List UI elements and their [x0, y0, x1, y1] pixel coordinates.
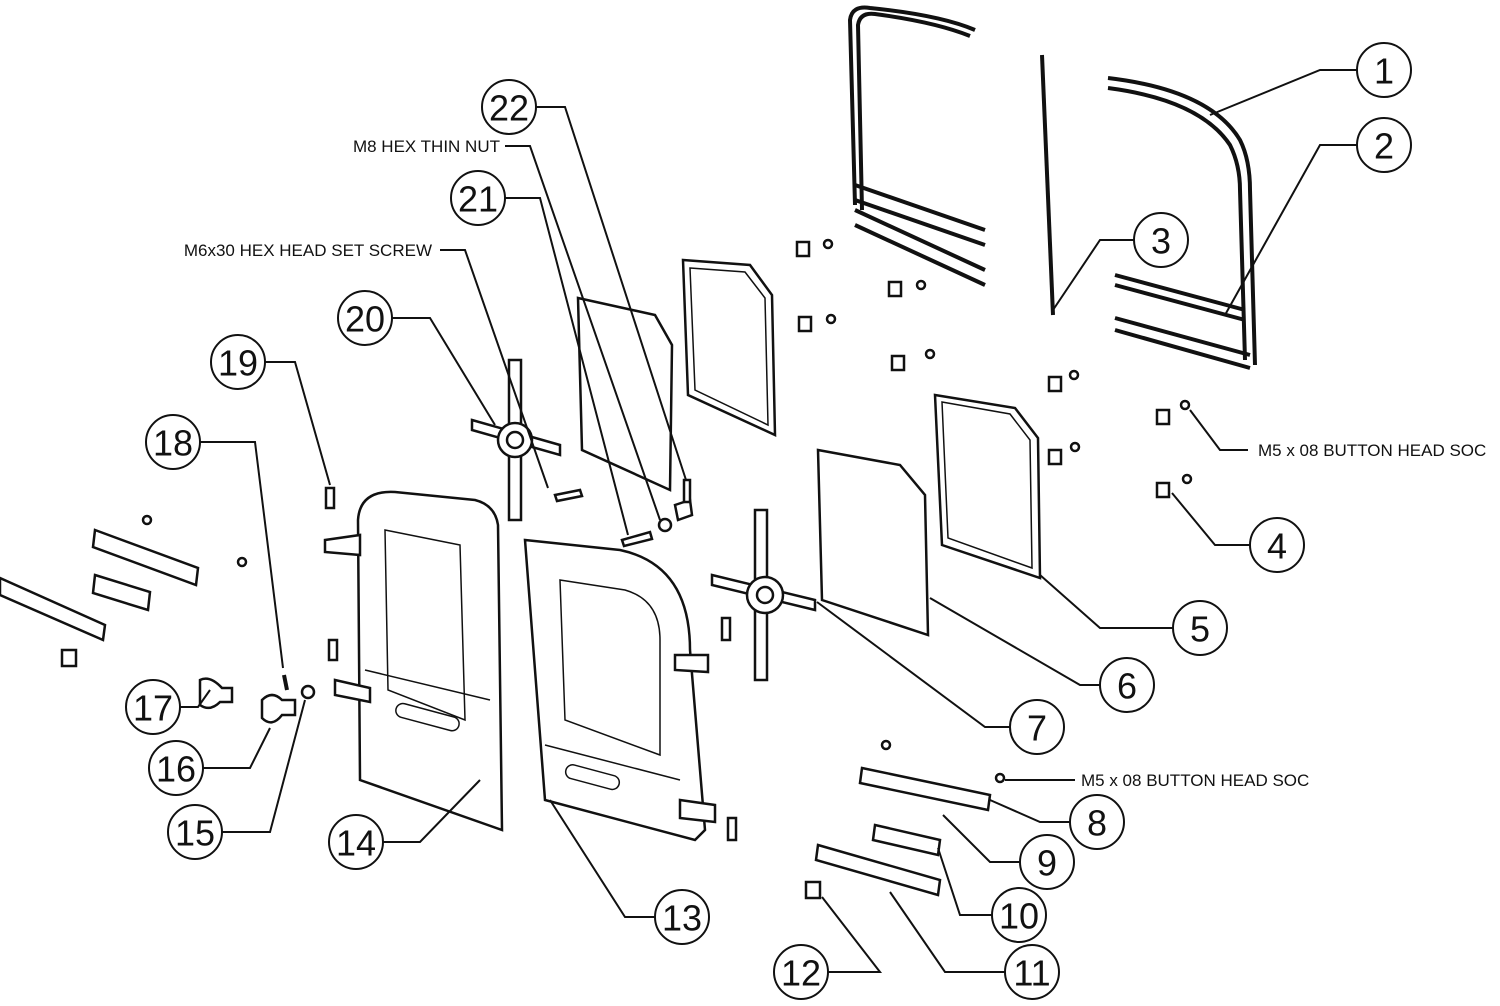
callout-12: 12 — [773, 944, 829, 1000]
callout-number: 1 — [1374, 51, 1394, 92]
callout-10: 10 — [991, 887, 1047, 943]
callout-number: 4 — [1267, 526, 1287, 567]
callout-number: 15 — [175, 813, 215, 854]
callout-18: 18 — [145, 414, 201, 470]
callout-13: 13 — [654, 889, 710, 945]
callout-1: 1 — [1356, 42, 1412, 98]
callout-number: 21 — [458, 179, 498, 220]
callout-number: 13 — [662, 898, 702, 939]
callout-number: 18 — [153, 423, 193, 464]
callout-4: 4 — [1249, 517, 1305, 573]
door-left — [323, 490, 504, 832]
callout-9: 9 — [1019, 834, 1075, 890]
glass-panel-right — [816, 448, 930, 637]
door-frame-back — [847, 5, 986, 287]
seal-rope — [282, 674, 289, 691]
callout-number: 11 — [1013, 953, 1050, 994]
callout-11: 11 — [1004, 944, 1060, 1000]
label-m8-hex-thin-nut: M8 HEX THIN NUT — [353, 137, 500, 156]
callout-21: 21 — [450, 170, 506, 226]
door-frame-front — [1107, 76, 1257, 370]
callout-number: 16 — [156, 749, 196, 790]
glass-clips — [795, 238, 1193, 499]
vent-plates — [0, 528, 992, 897]
callout-number: 8 — [1087, 803, 1107, 844]
callout-2: 2 — [1356, 117, 1412, 173]
leader-lines — [180, 69, 1357, 973]
glass-seal-left — [681, 258, 777, 437]
callout-number: 2 — [1374, 126, 1394, 167]
callout-14: 14 — [328, 814, 384, 870]
callout-3: 3 — [1133, 212, 1189, 268]
callout-number: 5 — [1190, 609, 1210, 650]
fasteners — [60, 478, 1006, 900]
callout-number: 9 — [1037, 843, 1057, 884]
callout-number: 10 — [999, 896, 1039, 937]
callout-number: 7 — [1027, 708, 1047, 749]
callout-number: 19 — [218, 343, 258, 384]
callout-19: 19 — [210, 334, 266, 390]
door-right — [523, 538, 717, 842]
callout-7: 7 — [1009, 699, 1065, 755]
callout-15: 15 — [167, 804, 223, 860]
handle-knob-upper — [198, 677, 234, 710]
callout-17: 17 — [125, 679, 181, 735]
callout-22: 22 — [481, 79, 537, 135]
seal-strip — [1040, 54, 1055, 316]
callout-16: 16 — [148, 740, 204, 796]
label-m5-button-head-lower: M5 x 08 BUTTON HEAD SOC — [1081, 771, 1309, 790]
callout-5: 5 — [1172, 600, 1228, 656]
callout-number: 17 — [133, 688, 173, 729]
glass-panel-left — [576, 296, 674, 492]
cross-bracket-left — [470, 358, 562, 522]
callout-number: 14 — [336, 823, 376, 864]
callout-number: 22 — [489, 88, 529, 129]
callout-20: 20 — [337, 290, 393, 346]
callout-number: 3 — [1151, 221, 1171, 262]
glass-seal-right — [933, 393, 1042, 580]
callout-6: 6 — [1099, 657, 1155, 713]
callout-number: 20 — [345, 299, 385, 340]
callout-number: 6 — [1117, 666, 1137, 707]
handle-knob-lower — [260, 693, 297, 724]
label-m6x30-set-screw: M6x30 HEX HEAD SET SCREW — [184, 241, 432, 260]
callout-8: 8 — [1069, 794, 1125, 850]
cross-bracket-right — [710, 508, 817, 682]
callout-number: 12 — [781, 953, 821, 994]
label-m5-button-head-upper: M5 x 08 BUTTON HEAD SOC — [1258, 441, 1486, 460]
